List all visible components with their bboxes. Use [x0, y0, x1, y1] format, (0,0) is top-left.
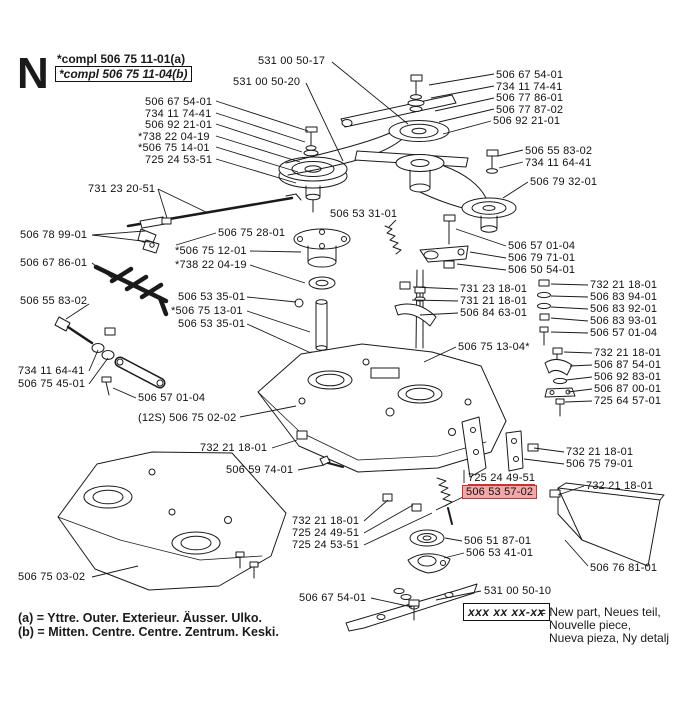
part-label: 732 21 18-01 [566, 446, 634, 458]
part-label: 506 79 71-01 [508, 252, 576, 264]
part-label: 506 55 83-02 [525, 145, 593, 157]
part-label: 506 76 81-01 [590, 562, 658, 574]
part-label: 506 75 03-02 [18, 571, 86, 583]
part-label: 506 83 93-01 [590, 315, 658, 327]
part-label: 506 79 32-01 [530, 176, 598, 188]
part-label: 725 24 49-51 [468, 472, 536, 486]
part-label: 506 87 54-01 [594, 359, 662, 371]
part-label: 506 92 21-01 [493, 115, 561, 127]
part-label: *506 75 12-01 [175, 245, 247, 257]
part-label: 531 00 50-17 [258, 55, 326, 67]
part-label: *738 22 04-19 [175, 259, 247, 271]
part-label: 506 55 83-02 [20, 295, 88, 307]
new-part-code-box: xxx xx xx-xx [463, 603, 550, 621]
part-label: 506 75 79-01 [566, 458, 634, 470]
part-label: 506 51 87-01 [464, 535, 532, 547]
legend-line-a: (a) = Yttre. Outer. Exterieur. Äusser. U… [18, 611, 262, 625]
part-label-highlighted: 506 53 57-02 [462, 485, 538, 500]
new-part-note-line-1: = New part, Neues teil, [539, 605, 661, 619]
part-label: 731 21 18-01 [460, 295, 528, 307]
part-label: *506 75 13-01 [171, 305, 243, 317]
part-label: 506 75 13-04* [458, 341, 530, 353]
part-label: 506 57 01-04 [138, 392, 206, 404]
part-label: 506 53 35-01 [178, 318, 246, 330]
part-label: 732 21 18-01 [292, 515, 360, 527]
part-label: *738 22 04-19 [138, 131, 210, 143]
part-label: 506 77 87-02 [496, 104, 564, 116]
part-label: 732 21 18-01 [594, 347, 662, 359]
part-label: 731 23 18-01 [460, 283, 528, 295]
part-label: 506 75 45-01 [18, 378, 86, 390]
part-label: 506 53 41-01 [466, 547, 534, 559]
right-hardware-columns-drawing [537, 279, 576, 417]
part-label: 506 78 99-01 [20, 229, 88, 241]
part-label: 506 75 28-01 [218, 227, 286, 239]
main-deck-drawing [257, 343, 539, 478]
new-part-note-line-2: Nouvelle piece, [549, 618, 632, 632]
top-pulley-assembly-drawing [340, 74, 487, 209]
part-label: 506 67 86-01 [20, 257, 88, 269]
right-pulley-assembly-drawing [461, 149, 517, 233]
part-label: (12S) 506 75 02-02 [138, 412, 237, 424]
spindle-assembly-drawing [293, 228, 351, 361]
part-label: 732 21 18-01 [590, 279, 658, 291]
part-label: 734 11 74-41 [496, 81, 563, 93]
part-label: 732 21 18-01 [200, 442, 268, 454]
idler-arm-drawing [384, 214, 469, 349]
legend-line-b: (b) = Mitten. Centre. Centre. Zentrum. K… [18, 625, 279, 639]
part-label: 732 21 18-01 [586, 480, 654, 492]
part-label: 506 87 00-01 [594, 383, 662, 395]
part-label: 531 00 50-10 [484, 585, 552, 597]
part-label: 725 64 57-01 [594, 395, 662, 407]
part-label: 506 84 63-01 [460, 307, 528, 319]
part-label: 725 24 49-51 [292, 527, 360, 539]
part-label: 506 92 21-01 [145, 119, 213, 131]
part-label: 506 59 74-01 [226, 464, 294, 476]
new-part-note-line-3: Nueva pieza, Ny detalj [549, 631, 670, 645]
part-label: 506 53 31-01 [330, 208, 398, 220]
frame-tube-drawing [93, 264, 169, 317]
part-label: 531 00 50-20 [233, 76, 301, 88]
part-label: 734 11 64-41 [525, 157, 592, 169]
deflector-plate-drawing [549, 482, 665, 567]
part-label: 734 11 64-41 [18, 365, 85, 377]
section-letter: N [17, 49, 49, 98]
part-label: 731 23 20-51 [88, 183, 156, 195]
bottom-center-hardware-drawing [382, 477, 453, 574]
part-label: 506 83 92-01 [590, 303, 658, 315]
left-pulley-assembly-drawing [278, 126, 402, 213]
part-label: 506 92 83-01 [594, 371, 662, 383]
part-label: *506 75 14-01 [138, 142, 210, 154]
part-label: 506 57 01-04 [508, 240, 576, 252]
center-hardware-stack-drawing [394, 281, 437, 327]
part-label: 506 67 54-01 [496, 69, 564, 81]
part-label: 734 11 74-41 [145, 108, 212, 120]
part-label: 506 50 54-01 [508, 264, 576, 276]
part-label: 506 67 54-01 [145, 96, 213, 108]
part-label: 506 83 94-01 [590, 291, 658, 303]
part-label: 506 67 54-01 [299, 592, 367, 604]
compl-note-b: *compl 506 75 11-04(b) [55, 66, 192, 82]
part-label: 506 57 01-04 [590, 327, 658, 339]
part-label: 506 77 86-01 [496, 92, 564, 104]
compl-note-a: *compl 506 75 11-01(a) [57, 52, 186, 67]
part-label: 506 53 35-01 [178, 291, 246, 303]
part-label: 725 24 53-51 [145, 154, 213, 166]
part-label: 725 24 53-51 [292, 539, 360, 551]
